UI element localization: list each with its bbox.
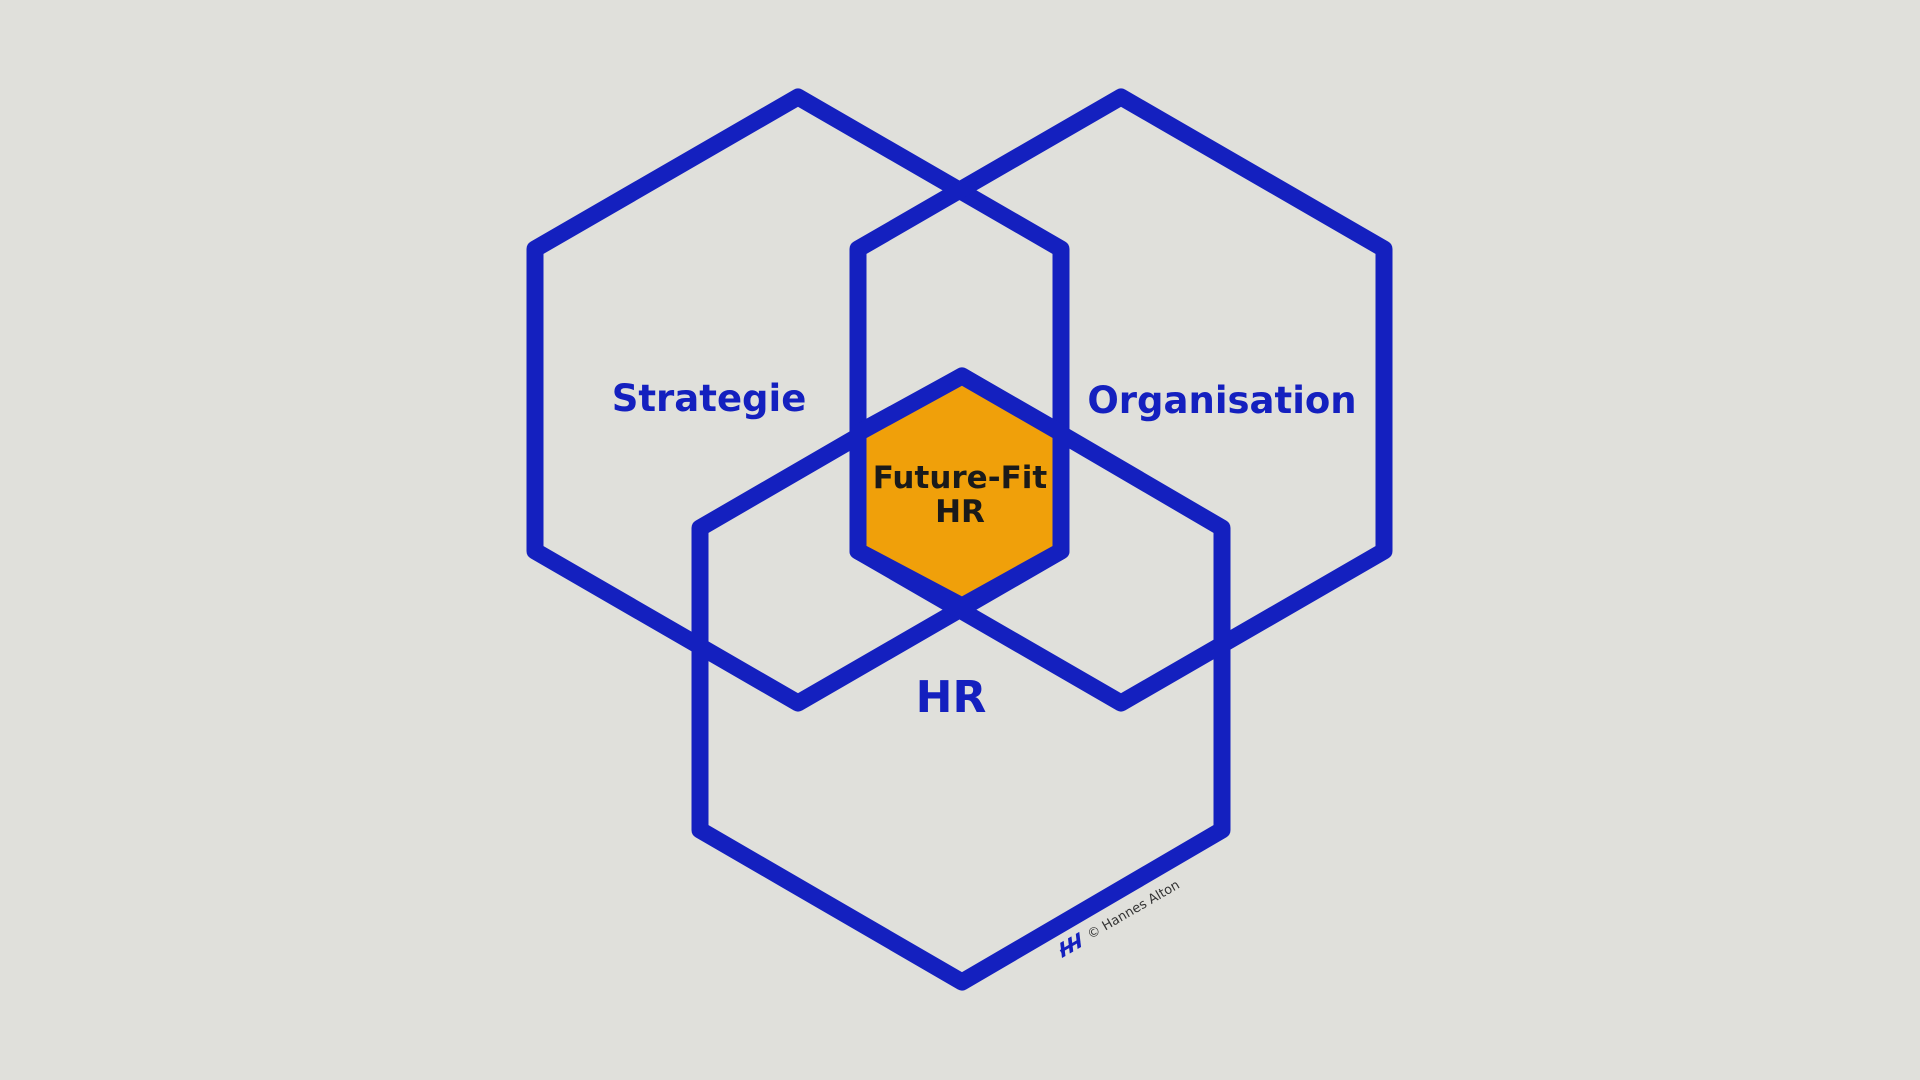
future-fit-hr-label: HR <box>935 494 985 530</box>
hr-hexagon <box>691 367 1231 991</box>
organisation-label: Organisation <box>1087 379 1356 422</box>
future-fit-label: Future-Fit <box>873 460 1048 496</box>
future-fit-hr-hexagon <box>849 367 1070 615</box>
organisation-hexagon <box>849 88 1393 712</box>
author-logo-icon <box>1059 931 1082 958</box>
strategy-label: Strategie <box>612 377 807 420</box>
strategy-hexagon <box>526 88 1070 712</box>
hr-label: HR <box>916 672 987 723</box>
